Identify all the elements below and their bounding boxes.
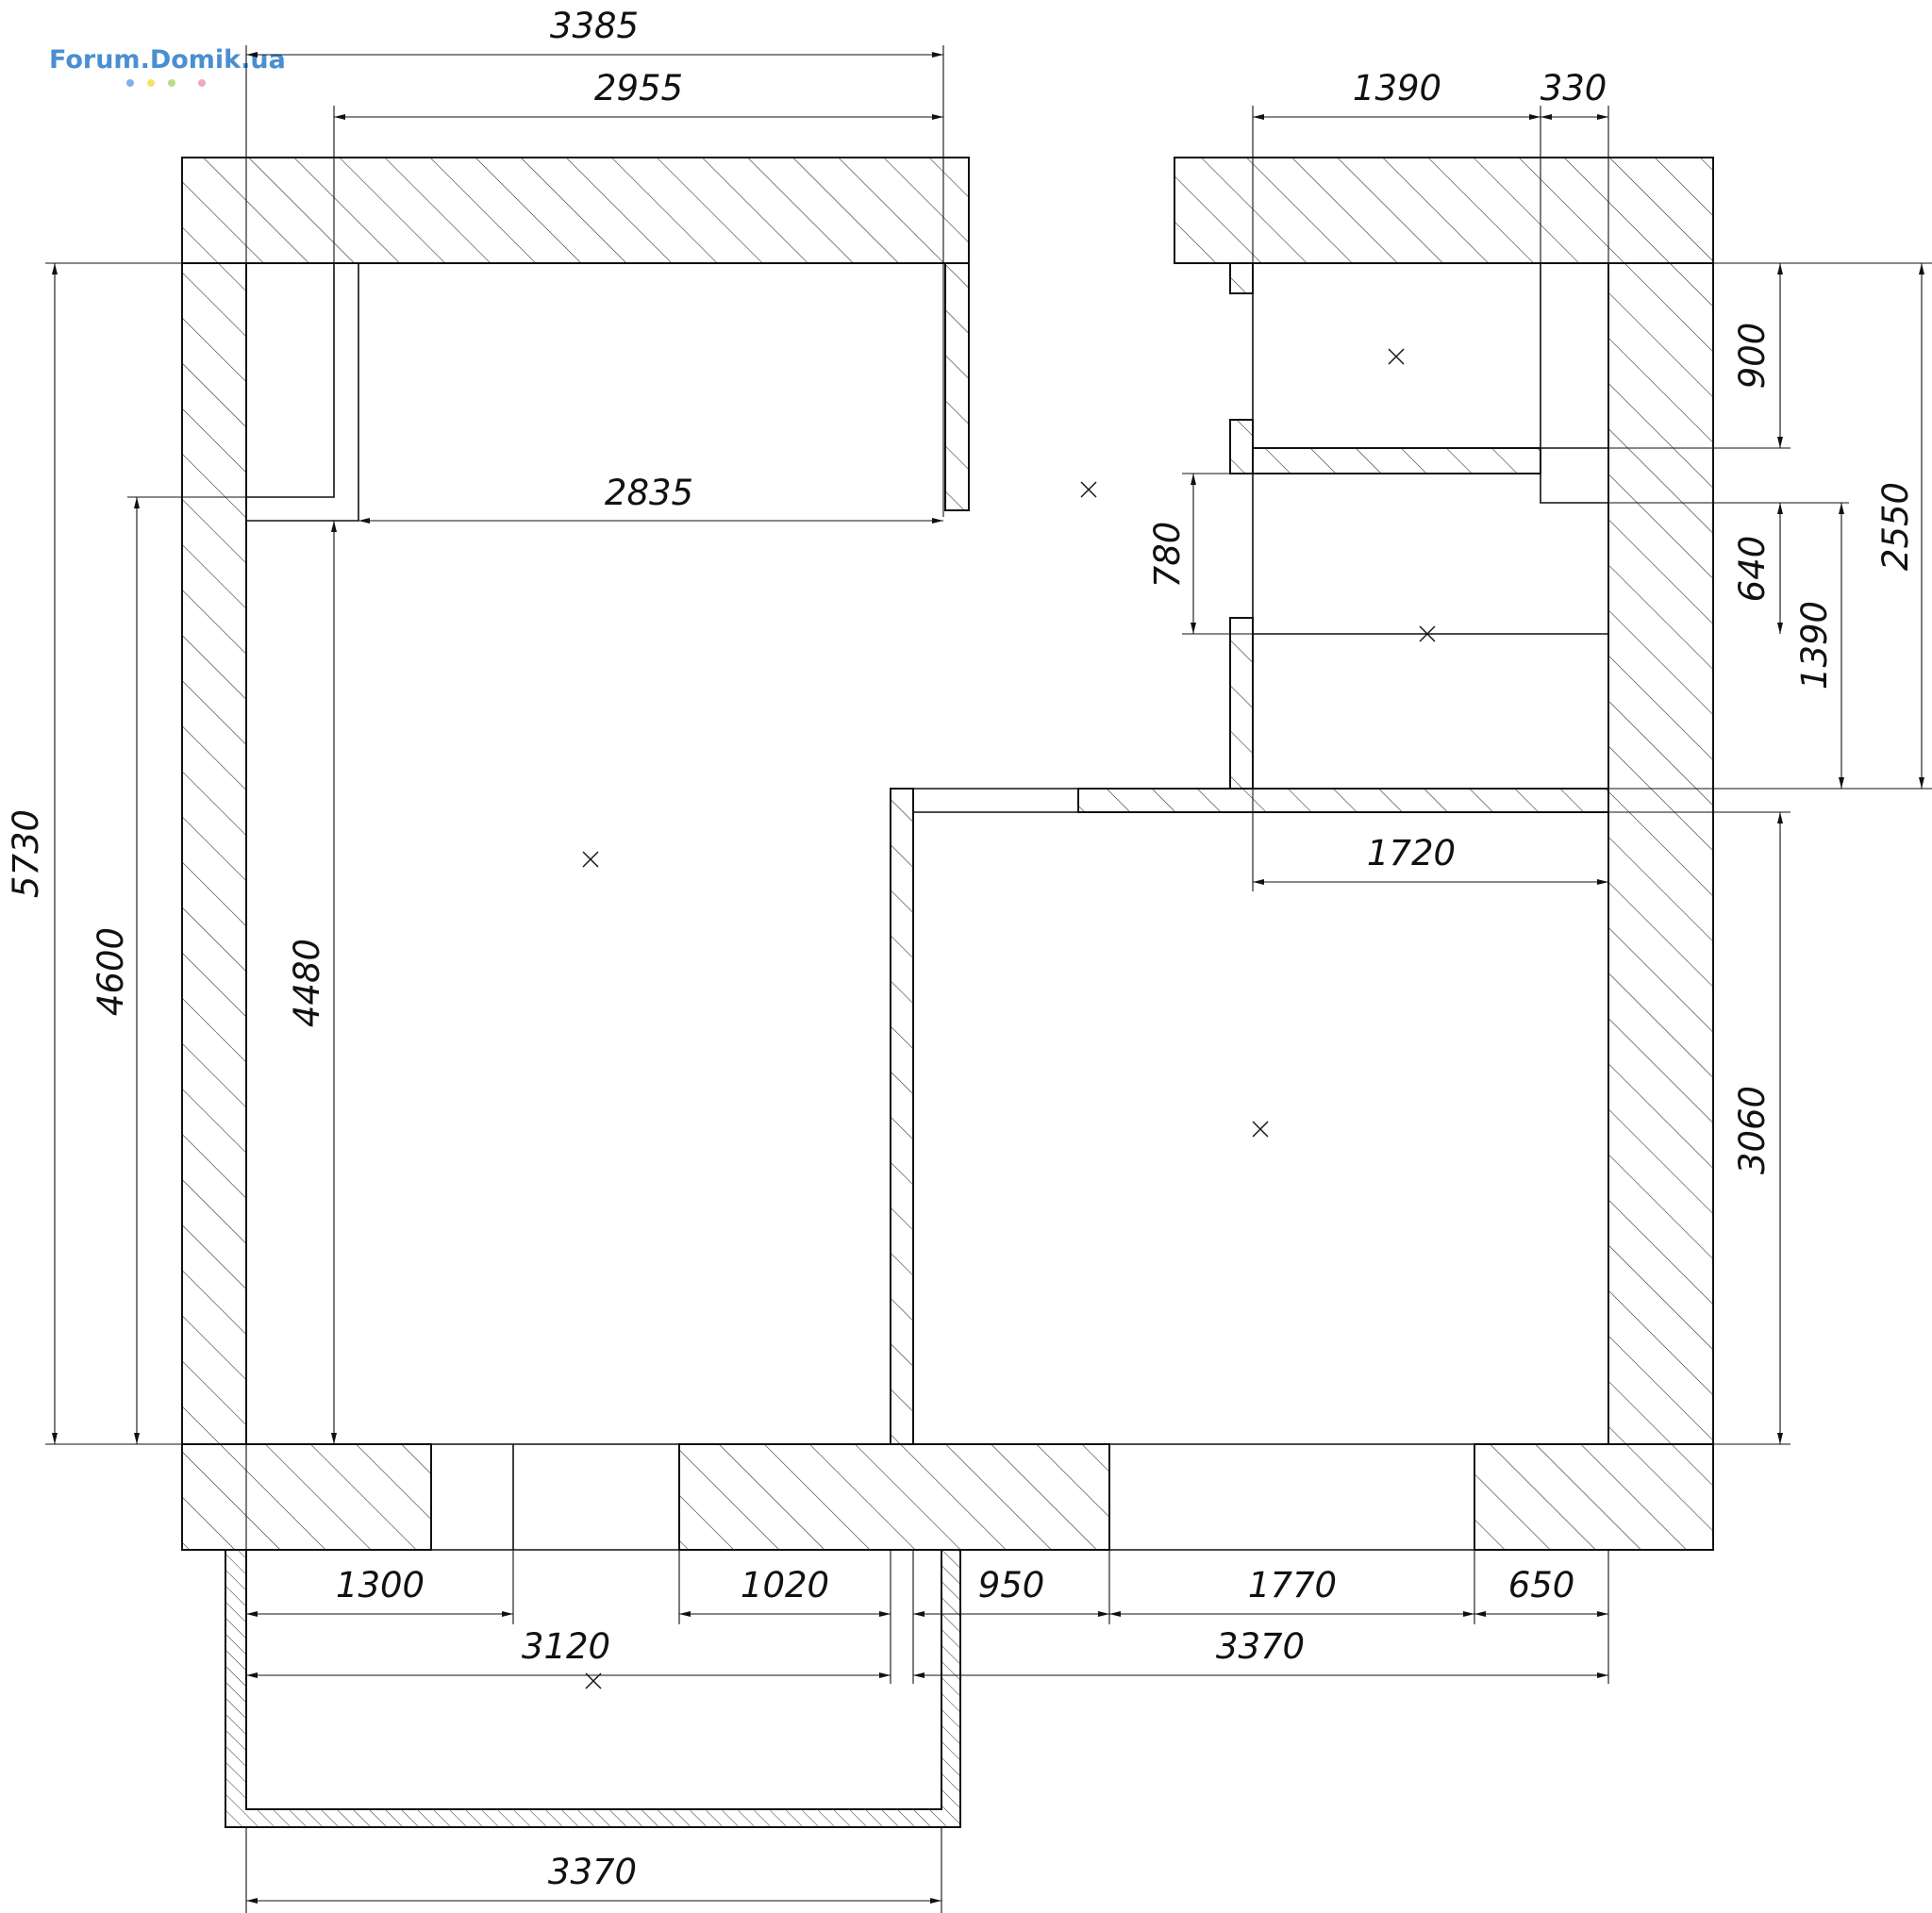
dimension-lines [52, 52, 1924, 1904]
dim-segment-4: 1770 [1248, 1565, 1337, 1605]
interior-lines [182, 262, 1713, 1809]
walls [181, 157, 1714, 1828]
center-mark-5 [1252, 1121, 1269, 1138]
partition-bathroom [1229, 447, 1541, 474]
wall-bottom-1 [181, 1443, 432, 1551]
logo-text: Forum.Domik.ua [49, 45, 286, 75]
center-mark-3 [1388, 348, 1405, 365]
dimension-labels: 3385 2955 2835 1390 330 5730 4600 4480 9… [6, 6, 1916, 1892]
logo-dot-2 [147, 79, 155, 87]
partition-bath-mid [1229, 419, 1254, 474]
wall-left [181, 262, 247, 1445]
dim-bath-wall: 330 [1541, 68, 1607, 108]
dim-room-width: 2835 [605, 473, 693, 513]
dim-width-upper: 2955 [594, 68, 683, 108]
dim-bath-width: 1390 [1353, 68, 1441, 108]
center-mark-1 [582, 851, 599, 868]
dim-overall-width: 3385 [550, 6, 639, 46]
room-center-marks [582, 348, 1436, 1689]
wall-right [1607, 262, 1714, 1445]
dim-bath-height: 900 [1732, 323, 1773, 390]
dim-segment-2: 1020 [741, 1565, 829, 1605]
wall-bottom-2 [678, 1443, 1110, 1551]
dim-segment-5: 650 [1508, 1565, 1575, 1605]
partition-bath-top [1229, 262, 1254, 294]
dim-outer-height: 2550 [1875, 482, 1916, 571]
dim-room-height: 4600 [91, 927, 131, 1016]
dim-wc-height-total: 1390 [1794, 601, 1835, 690]
partition-vertical [890, 788, 914, 1445]
niche-outline-2 [246, 263, 359, 522]
dim-balcony: 3370 [548, 1852, 637, 1892]
dim-corridor-door: 780 [1147, 522, 1188, 589]
logo-dot-4 [198, 79, 206, 87]
logo-dot-3 [168, 79, 175, 87]
partition-horizontal [1077, 788, 1609, 813]
forum-logo: Forum.Domik.ua [49, 45, 286, 87]
extension-lines [45, 45, 1932, 1913]
partition-bath-wc [1229, 617, 1254, 790]
wall-top-left-stub [944, 262, 970, 511]
dim-segment-3: 950 [978, 1565, 1045, 1605]
bath-right-outline [1540, 263, 1608, 504]
dim-room-right: 3370 [1216, 1626, 1305, 1667]
center-mark-2 [1080, 481, 1097, 498]
wall-bottom-3 [1474, 1443, 1714, 1551]
dim-room-height-right: 3060 [1732, 1086, 1773, 1174]
dim-wc-height: 640 [1732, 536, 1773, 603]
dim-room-left: 3120 [522, 1626, 610, 1667]
wall-top-left [181, 157, 970, 264]
dim-segment-1: 1300 [336, 1565, 425, 1605]
center-mark-4 [1419, 625, 1436, 642]
niche-outline [246, 263, 335, 498]
dim-corridor-width: 1720 [1367, 833, 1456, 873]
logo-dot-1 [126, 79, 134, 87]
dim-total-height: 5730 [6, 809, 46, 898]
wall-top-right [1174, 157, 1714, 264]
dim-inner-height: 4480 [287, 939, 327, 1027]
